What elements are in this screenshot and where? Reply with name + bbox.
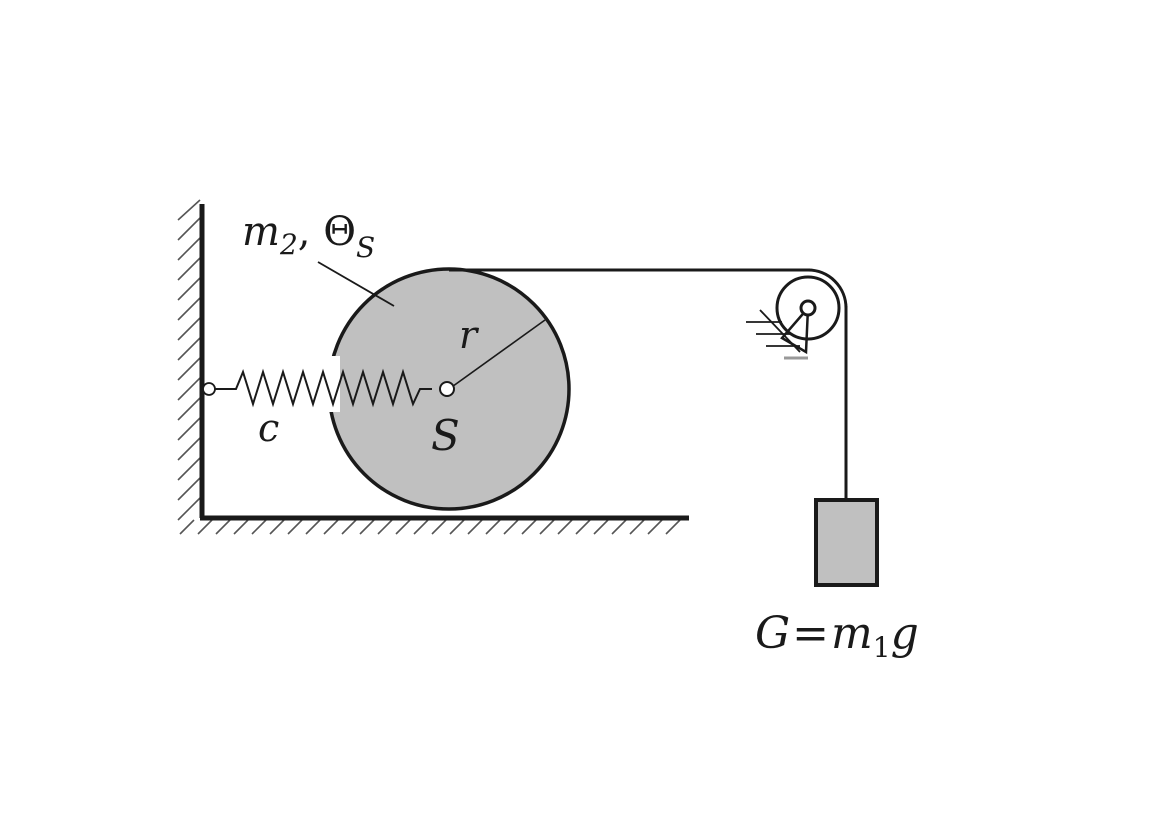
spring-label: c	[258, 406, 279, 450]
floor-hatching	[179, 519, 681, 535]
rope-around-pulley	[807, 268, 848, 309]
spring	[214, 368, 432, 408]
wall-pin	[202, 382, 216, 396]
mass-label: m2, ΘS	[242, 209, 375, 264]
weight-label: G=m1g	[755, 608, 919, 664]
radius-line	[448, 319, 546, 390]
mass-leader-line	[317, 261, 395, 307]
radius-label: r	[459, 313, 480, 357]
wall-hatching	[177, 199, 201, 521]
pulley-axle	[799, 299, 817, 317]
hanging-mass	[814, 498, 879, 587]
center-label: S	[431, 411, 460, 460]
pulley-ground-hatching	[746, 309, 801, 353]
disc-spring-slot	[326, 356, 340, 412]
center-pin	[439, 381, 455, 397]
